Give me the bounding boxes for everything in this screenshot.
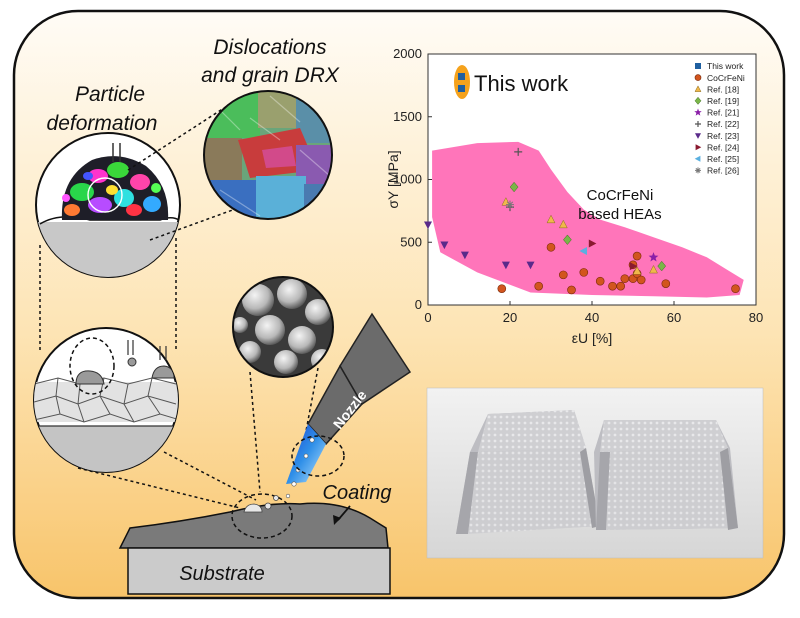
coating-label: Coating bbox=[323, 482, 392, 504]
data-point-ref-19 bbox=[657, 260, 667, 272]
data-point-ref-23 bbox=[526, 261, 535, 270]
data-point-ref-24 bbox=[629, 262, 638, 271]
data-point-ref-19 bbox=[563, 234, 572, 245]
data-point-ref-25 bbox=[579, 247, 587, 256]
y-tick-label: 2000 bbox=[393, 46, 422, 61]
data-point-ref-22 bbox=[514, 147, 523, 156]
data-point-cocrfeni bbox=[661, 279, 671, 288]
connector-lines bbox=[39, 98, 319, 509]
cold-spray-nozzle: Nozzle bbox=[285, 312, 412, 499]
legend-label-ref-24: Ref. [24] bbox=[707, 142, 739, 152]
legend-label-ref-23: Ref. [23] bbox=[707, 131, 739, 141]
legend-label-ref-18: Ref. [18] bbox=[707, 84, 739, 94]
data-point-cocrfeni bbox=[632, 251, 642, 261]
y-tick-label: 0 bbox=[415, 297, 422, 312]
legend-label-ref-19: Ref. [19] bbox=[707, 96, 739, 106]
legend-marker-ref-23 bbox=[695, 133, 701, 139]
legend-marker-ref-26 bbox=[695, 167, 701, 174]
legend-marker-ref-19 bbox=[694, 96, 702, 105]
data-point-cocrfeni bbox=[546, 242, 556, 252]
data-point-cocrfeni bbox=[558, 270, 568, 280]
legend-marker-this-work bbox=[695, 63, 701, 69]
data-point-ref-24 bbox=[588, 239, 597, 248]
legend-label-ref-26: Ref. [26] bbox=[707, 166, 739, 176]
data-point-cocrfeni bbox=[579, 268, 589, 277]
x-tick-label: 80 bbox=[749, 310, 763, 325]
this-work-badge-marker bbox=[458, 85, 465, 92]
substrate-block bbox=[127, 547, 391, 595]
y-tick-label: 500 bbox=[400, 234, 422, 249]
data-point-ref-23 bbox=[460, 251, 469, 260]
substrate-label: Substrate bbox=[179, 563, 265, 585]
data-point-cocrfeni bbox=[595, 276, 605, 286]
data-point-cocrfeni bbox=[534, 281, 544, 291]
legend-label-ref-22: Ref. [22] bbox=[707, 119, 739, 129]
this-work-badge bbox=[454, 65, 470, 99]
legend-marker-ref-21 bbox=[694, 108, 702, 116]
data-point-cocrfeni bbox=[620, 274, 630, 283]
x-tick-label: 40 bbox=[585, 310, 599, 325]
substrate-coating: Substrate Coating bbox=[118, 482, 392, 595]
data-point-ref-26 bbox=[506, 200, 514, 209]
dislocations-label-line1: Dislocations bbox=[213, 36, 327, 59]
y-tick-label: 1000 bbox=[393, 172, 422, 187]
particle-deformation-label-line2: deformation bbox=[47, 112, 158, 135]
legend-marker-cocrfeni bbox=[694, 74, 702, 81]
data-point-ref-18 bbox=[632, 266, 642, 275]
region-label-line1: CoCrFeNi bbox=[587, 187, 654, 204]
particle-deformation-label-line1: Particle bbox=[75, 83, 145, 106]
y-tick-label: 1500 bbox=[393, 109, 422, 124]
data-point-cocrfeni bbox=[497, 284, 507, 293]
x-tick-label: 20 bbox=[503, 310, 517, 325]
data-point-ref-23 bbox=[440, 241, 449, 250]
data-point-cocrfeni bbox=[608, 281, 617, 291]
legend-label-ref-21: Ref. [21] bbox=[707, 108, 739, 118]
x-axis-label: εU [%] bbox=[572, 330, 612, 346]
data-point-ref-23 bbox=[424, 221, 432, 230]
data-point-ref-18 bbox=[546, 214, 556, 224]
legend-marker-ref-18 bbox=[694, 85, 702, 92]
legend-marker-ref-25 bbox=[694, 155, 701, 162]
coated-samples-photo bbox=[426, 387, 764, 559]
data-point-ref-18 bbox=[649, 264, 658, 274]
x-tick-label: 60 bbox=[667, 310, 681, 325]
this-work-callout: This work bbox=[474, 71, 569, 96]
this-work-badge-marker bbox=[458, 73, 465, 80]
y-axis-label: σY [MPa] bbox=[385, 150, 401, 208]
data-point-ref-18 bbox=[501, 197, 511, 206]
dislocations-label-line2: and grain DRX bbox=[201, 64, 340, 87]
legend-label-ref-25: Ref. [25] bbox=[707, 154, 739, 164]
region-label-line2: based HEAs bbox=[578, 206, 661, 223]
legend-label-this-work: This work bbox=[707, 61, 744, 71]
powder-sem-panel bbox=[232, 276, 334, 378]
legend-marker-ref-22 bbox=[695, 121, 701, 127]
yield-vs-elongation-chart: 0 20 40 60 80 0 500 1000 1500 2000 εU [%] σY [MPa] C… bbox=[385, 46, 763, 346]
data-point-ref-21 bbox=[648, 252, 659, 262]
dislocations-drx-panel: Dislocations and grain DRX bbox=[201, 36, 340, 220]
data-point-cocrfeni bbox=[731, 284, 740, 293]
data-point-cocrfeni bbox=[616, 281, 626, 291]
particle-grain-colors bbox=[62, 162, 161, 216]
data-point-cocrfeni bbox=[636, 275, 646, 285]
particle-deformation-panel: Particle deformation bbox=[35, 83, 181, 278]
legend-label-cocrfeni: CoCrFeNi bbox=[707, 73, 745, 83]
x-tick-label: 0 bbox=[424, 310, 431, 325]
hea-region bbox=[432, 141, 744, 298]
data-point-ref-18 bbox=[558, 219, 568, 229]
data-point-ref-19 bbox=[509, 181, 519, 193]
data-point-cocrfeni bbox=[567, 285, 576, 295]
legend-marker-ref-24 bbox=[695, 144, 702, 151]
data-point-ref-23 bbox=[501, 261, 510, 270]
